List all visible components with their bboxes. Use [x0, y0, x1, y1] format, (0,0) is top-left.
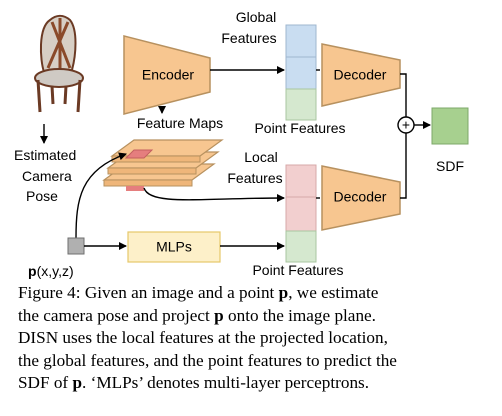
point-features-bottom-label: Point Features — [252, 262, 343, 278]
decoder-bottom-label: Decoder — [334, 189, 387, 205]
camera-pose-label-line3: Pose — [26, 188, 58, 204]
caption-text-2b: onto the image plane. — [228, 305, 376, 325]
caption-line-5: SDF of p. ‘MLPs’ denotes multi-layer per… — [18, 372, 492, 395]
caption-point-symbol-2: p — [214, 305, 224, 325]
point-coordinates: (x,y,z) — [37, 263, 74, 279]
caption-line-2: the camera pose and project p onto the i… — [18, 305, 492, 328]
feature-maps-label: Feature Maps — [137, 115, 223, 131]
caption-text-1a: Given an image and a point — [84, 283, 275, 302]
global-features-label-line2: Features — [221, 30, 276, 46]
caption-line-1: Figure 4: Given an image and a point p, … — [18, 282, 492, 305]
caption-line-4: the global features, and the point featu… — [18, 350, 397, 370]
caption-line-3: DISN uses the local features at the proj… — [18, 328, 388, 348]
figure-caption: Figure 4: Given an image and a point p, … — [18, 282, 492, 395]
point-coordinates-label: p(x,y,z) — [28, 263, 74, 279]
decoder-top-label: Decoder — [334, 67, 387, 83]
projected-location-bottom-patch — [126, 186, 144, 191]
caption-text-2a: the camera pose and project — [18, 305, 210, 325]
caption-text-5a: SDF of — [18, 373, 69, 393]
point-feature-block-bottom — [285, 230, 317, 263]
camera-pose-to-projection-line — [75, 152, 127, 239]
caption-text-5b: . ‘MLPs’ denotes multi-layer perceptrons… — [82, 373, 370, 393]
local-features-label-line2: Features — [227, 170, 282, 186]
point-symbol: p — [28, 263, 37, 279]
point-features-top-label: Point Features — [254, 120, 345, 136]
decoder-bottom-to-plus-line — [400, 133, 407, 199]
global-point-feature-column — [285, 24, 317, 121]
sum-node-symbol: + — [402, 117, 410, 133]
camera-pose-label-line1: Estimated — [14, 147, 76, 163]
caption-text-1b: , we estimate — [288, 283, 379, 302]
caption-point-symbol-1: p — [278, 283, 289, 302]
local-features-label-line1: Local — [244, 149, 277, 165]
mlps-block — [127, 231, 221, 263]
local-feature-block — [285, 164, 317, 232]
chair-icon — [34, 14, 84, 113]
camera-pose-label-line2: Camera — [22, 168, 72, 184]
point-input-box — [67, 237, 85, 255]
decoder-bottom-block — [321, 165, 401, 231]
figure-label: Figure 4: — [18, 283, 81, 302]
point-feature-block-top — [285, 88, 317, 121]
featuremaps-to-local-arrow — [143, 187, 285, 203]
mlps-label: MLPs — [156, 239, 192, 255]
caption-point-symbol-5: p — [72, 373, 83, 393]
decoder-top-block — [321, 43, 401, 107]
local-point-feature-column — [285, 164, 317, 263]
sdf-label: SDF — [436, 158, 464, 174]
decoder-top-to-plus-line — [400, 73, 407, 117]
encoder-block — [123, 35, 211, 115]
sdf-output-block — [431, 107, 469, 145]
encoder-label: Encoder — [142, 67, 194, 83]
feature-maps-stack — [102, 139, 224, 191]
global-features-label-line1: Global — [236, 9, 276, 25]
projected-location-patch — [124, 149, 154, 159]
